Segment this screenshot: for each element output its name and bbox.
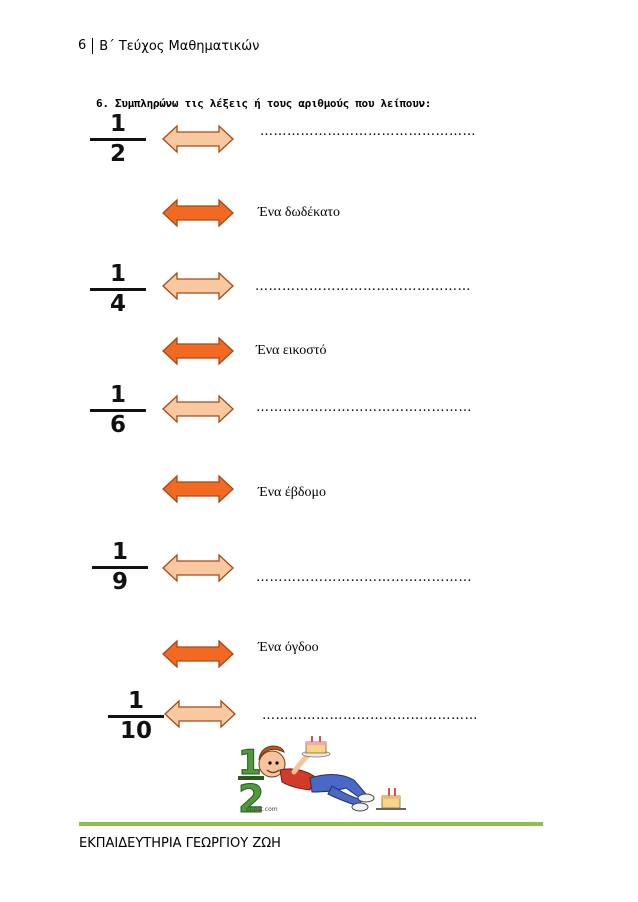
- answer-blank[interactable]: …………………………………………: [256, 570, 472, 585]
- double-arrow-light-icon: [162, 553, 234, 583]
- page-number: 6: [78, 38, 94, 54]
- double-arrow-dark-icon: [162, 639, 234, 669]
- double-arrow-dark-icon: [162, 198, 234, 228]
- double-arrow-light-icon: [162, 271, 234, 301]
- fraction-denominator: 2: [109, 141, 126, 167]
- answer-blank[interactable]: …………………………………………: [262, 708, 478, 723]
- answer-blank[interactable]: …………………………………………: [256, 400, 472, 415]
- double-arrow-light-icon: [162, 394, 234, 424]
- boy-with-cake-clipart-icon: 1 2: [238, 736, 406, 820]
- fraction-bar: [90, 409, 146, 412]
- fraction-one-quarter: 1 4: [90, 261, 146, 317]
- clipart-credit: pppst.com: [246, 806, 278, 813]
- double-arrow-light-icon: [164, 699, 236, 729]
- page-header: 6 Β΄ Τεύχος Μαθηματικών: [78, 38, 259, 54]
- fraction-denominator: 9: [111, 569, 128, 595]
- fraction-blank[interactable]: [94, 332, 150, 372]
- fraction-word: Ένα όγδοο: [258, 640, 319, 655]
- answer-blank[interactable]: …………………………………………: [260, 124, 476, 139]
- fraction-blank[interactable]: [94, 470, 150, 510]
- fraction-numerator: 1: [127, 688, 144, 714]
- svg-text:2: 2: [238, 777, 264, 820]
- fraction-one-tenth: 1 10: [108, 688, 164, 744]
- footer-divider: [79, 822, 543, 826]
- fraction-blank[interactable]: [94, 196, 150, 236]
- answer-blank[interactable]: …………………………………………: [255, 279, 471, 294]
- fraction-denominator: 4: [109, 291, 126, 317]
- double-arrow-dark-icon: [162, 474, 234, 504]
- fraction-numerator: 1: [111, 539, 128, 565]
- fraction-one-half: 1 2: [90, 111, 146, 167]
- fraction-denominator: 10: [119, 718, 152, 744]
- fraction-numerator: 1: [109, 261, 126, 287]
- fraction-bar: [90, 138, 146, 141]
- fraction-numerator: 1: [109, 111, 126, 137]
- fraction-word: Ένα εικοστό: [256, 343, 327, 358]
- fraction-one-ninth: 1 9: [92, 539, 148, 595]
- double-arrow-light-icon: [162, 124, 234, 154]
- fraction-numerator: 1: [109, 382, 126, 408]
- fraction-word: Ένα δωδέκατο: [258, 205, 341, 220]
- fraction-bar: [108, 715, 164, 718]
- page-footer: ΕΚΠΑΙΔΕΥΤΗΡΙΑ ΓΕΩΡΓΙΟΥ ΖΩΗ: [79, 836, 281, 851]
- exercise-instruction: 6. Συμπληρώνω τις λέξεις ή τους αριθμούς…: [96, 97, 432, 110]
- fraction-denominator: 6: [109, 412, 126, 438]
- fraction-blank[interactable]: [94, 634, 150, 674]
- fraction-word: Ένα έβδομο: [258, 485, 326, 500]
- fraction-one-sixth: 1 6: [90, 382, 146, 438]
- double-arrow-dark-icon: [162, 336, 234, 366]
- header-title: Β΄ Τεύχος Μαθηματικών: [99, 38, 260, 54]
- fraction-bar: [90, 288, 146, 291]
- fraction-bar: [92, 566, 148, 569]
